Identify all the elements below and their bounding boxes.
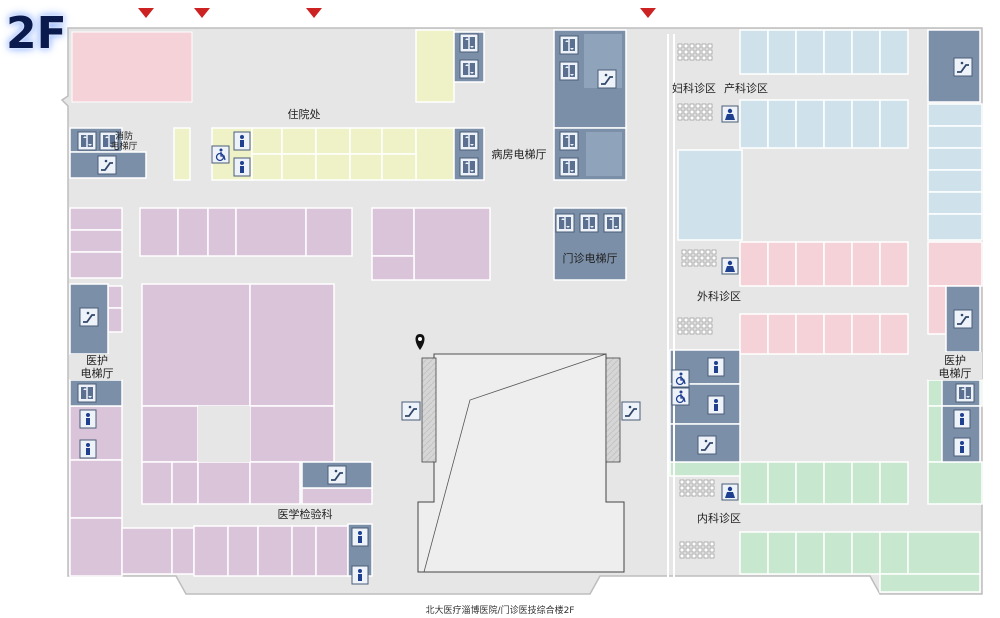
elevator-icon: [77, 131, 97, 151]
elevator-icon: [77, 383, 97, 403]
elevator-icon: [459, 33, 479, 53]
room-block-surgery[interactable]: [739, 241, 983, 355]
room-block-lab[interactable]: [193, 487, 373, 577]
label-staff-elevator-right: 医护 电梯厅: [938, 354, 972, 380]
elevator-icon: [559, 61, 579, 81]
nurse-station-icon: [721, 483, 739, 501]
label-lab: 医学检验科: [277, 508, 333, 521]
label-outpatient-elevator: 门诊电梯厅: [562, 252, 618, 265]
accessible-icon: [671, 387, 690, 406]
escalator-icon: [597, 69, 617, 89]
restroom-icon: [233, 131, 251, 151]
wall-lines: [667, 34, 675, 594]
escalator-icon: [327, 465, 347, 485]
service-lighter-panel-2: [586, 132, 622, 176]
room-block-pink-top-left: [71, 31, 193, 103]
room-block-purple-left: [69, 207, 195, 577]
elevator-icon: [955, 383, 975, 403]
entrance-marker-icon: [194, 8, 210, 18]
label-surgery: 外科诊区: [697, 290, 741, 303]
escalator-icon: [401, 401, 421, 421]
nurse-station-icon: [721, 105, 739, 123]
nurse-station-icon: [721, 257, 739, 275]
elevator-icon: [559, 157, 579, 177]
restroom-icon: [953, 409, 971, 429]
elevator-icon: [459, 157, 479, 177]
restroom-icon: [79, 409, 97, 429]
staff-elevator-right-area: [928, 352, 982, 380]
label-internal-medicine: 内科诊区: [697, 512, 741, 525]
label-gynecology: 妇科诊区: [672, 82, 716, 95]
entrance-marker-icon: [138, 8, 154, 18]
restroom-icon: [953, 437, 971, 457]
elevator-icon: [559, 131, 579, 151]
elevator-icon: [603, 213, 623, 233]
label-obstetrics: 产科诊区: [724, 82, 768, 95]
staff-elevator-left-area: [70, 354, 122, 380]
escalator-icon: [953, 57, 973, 77]
escalator-icon: [621, 401, 641, 421]
restroom-icon: [351, 565, 369, 585]
escalator-left[interactable]: [421, 357, 437, 463]
elevator-icon: [459, 59, 479, 79]
elevator-icon: [459, 131, 479, 151]
entrance-markers: [138, 8, 656, 18]
lab-void: [198, 406, 250, 462]
elevator-icon: [579, 213, 599, 233]
entrance-marker-icon: [640, 8, 656, 18]
entrance-marker-icon: [306, 8, 322, 18]
restroom-icon: [79, 439, 97, 459]
label-staff-elevator-left: 医护 电梯厅: [80, 354, 114, 380]
restroom-icon: [351, 527, 369, 547]
label-fire-elevator: 消防 电梯厅: [110, 132, 138, 152]
restroom-icon: [233, 157, 251, 177]
escalator-icon: [953, 309, 973, 329]
location-pin-icon[interactable]: [415, 334, 425, 350]
room-block-gynecology[interactable]: [677, 29, 983, 241]
map-caption: 北大医疗淄博医院/门诊医技综合楼2F: [425, 606, 575, 616]
escalator-icon: [79, 307, 99, 327]
accessible-icon: [671, 369, 690, 388]
elevator-icon: [559, 35, 579, 55]
room-block-inpatient[interactable]: [173, 29, 455, 181]
escalator-icon: [697, 435, 717, 455]
label-inpatient: 住院处: [287, 108, 321, 121]
atrium: [417, 353, 625, 573]
accessible-icon: [211, 145, 230, 164]
room-block-purple-center: [139, 207, 491, 505]
escalator-right[interactable]: [605, 357, 621, 463]
escalator-icon: [97, 155, 117, 175]
restroom-icon: [707, 357, 725, 377]
floor-label: 2F: [6, 8, 67, 59]
elevator-icon: [555, 213, 575, 233]
label-ward-elevator: 病房电梯厅: [491, 148, 547, 161]
restroom-icon: [707, 395, 725, 415]
